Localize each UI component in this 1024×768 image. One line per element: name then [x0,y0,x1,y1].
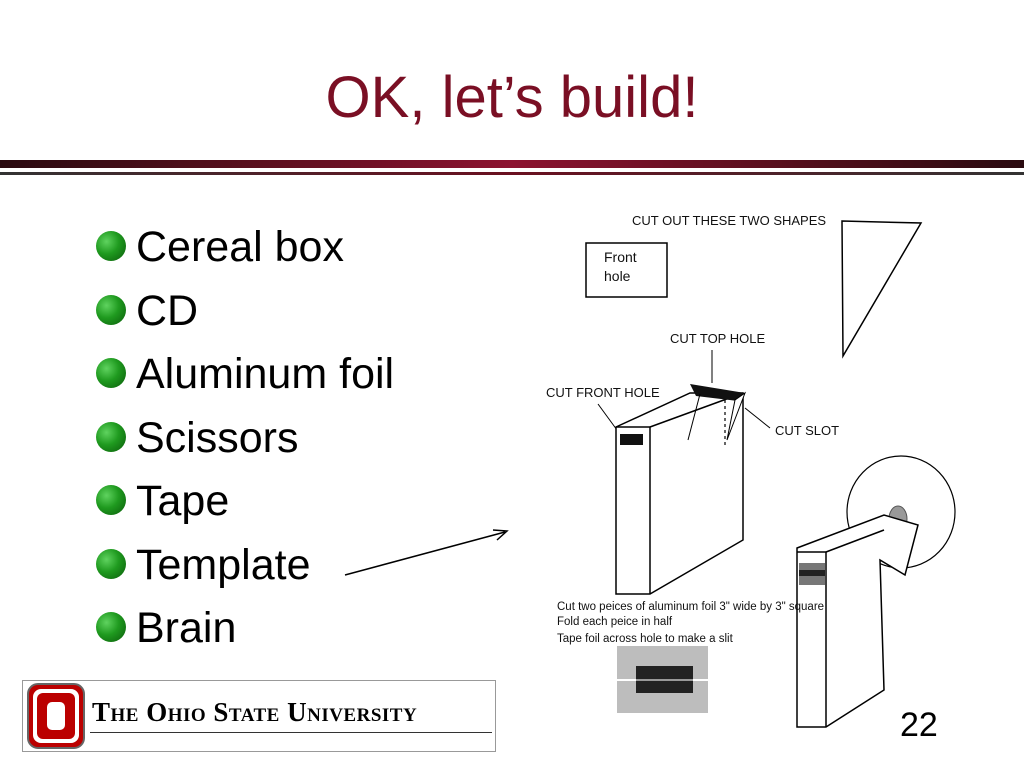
block-o-icon [27,683,85,749]
list-item: Cereal box [96,218,394,282]
front-hole-shape [585,242,668,298]
cut-top-hole-label: CUT TOP HOLE [670,331,765,346]
list-item: CD [96,282,394,346]
title-divider-thin [0,172,1024,175]
cereal-box-illustration [615,384,747,595]
bullet-icon [96,231,126,261]
front-hole-label-line2: hole [604,268,631,284]
materials-list: Cereal box CD Aluminum foil Scissors Tap… [96,218,394,663]
cut-front-hole-label: CUT FRONT HOLE [546,385,660,400]
logo-underline [90,732,492,733]
list-item-label: Aluminum foil [136,350,395,398]
bullet-icon [96,294,126,325]
university-name: The Ohio State University [92,697,418,727]
bullet-icon [96,485,126,515]
bullet-icon [96,421,126,452]
instruction-line-3: Tape foil across hole to make a slit [557,633,734,645]
slot-pointer [744,407,771,429]
foil-slit-illustration [617,646,708,713]
list-item-label: Template [136,540,311,589]
cut-shapes-label: CUT OUT THESE TWO SHAPES [632,213,826,228]
bullet-icon [96,358,126,388]
list-item: Brain [96,599,394,663]
instruction-line-2: Fold each peice in half [557,616,673,628]
list-item-label: Cereal box [136,223,344,271]
list-item-label: Tape [136,477,230,525]
slide-title: OK, let’s build! [325,65,699,130]
list-item: Template [96,536,394,600]
page-number: 22 [900,706,938,744]
front-hole-label: Front [604,249,637,265]
list-item: Tape [96,472,394,536]
instruction-line-1: Cut two peices of aluminum foil 3" wide … [557,601,824,613]
assembled-spectroscope-illustration [796,455,956,728]
list-item: Aluminum foil [96,345,394,409]
bullet-icon [96,548,126,579]
list-item-label: Brain [136,604,237,652]
bullet-icon [96,612,126,642]
front-hole-pointer [597,403,618,431]
title-divider-thick [0,160,1024,168]
university-logo [22,680,496,752]
cut-slot-label: CUT SLOT [775,423,839,438]
list-item: Scissors [96,409,394,473]
list-item-label: Scissors [136,413,299,462]
list-item-label: CD [136,286,199,335]
slot-triangle-shape [841,220,923,359]
